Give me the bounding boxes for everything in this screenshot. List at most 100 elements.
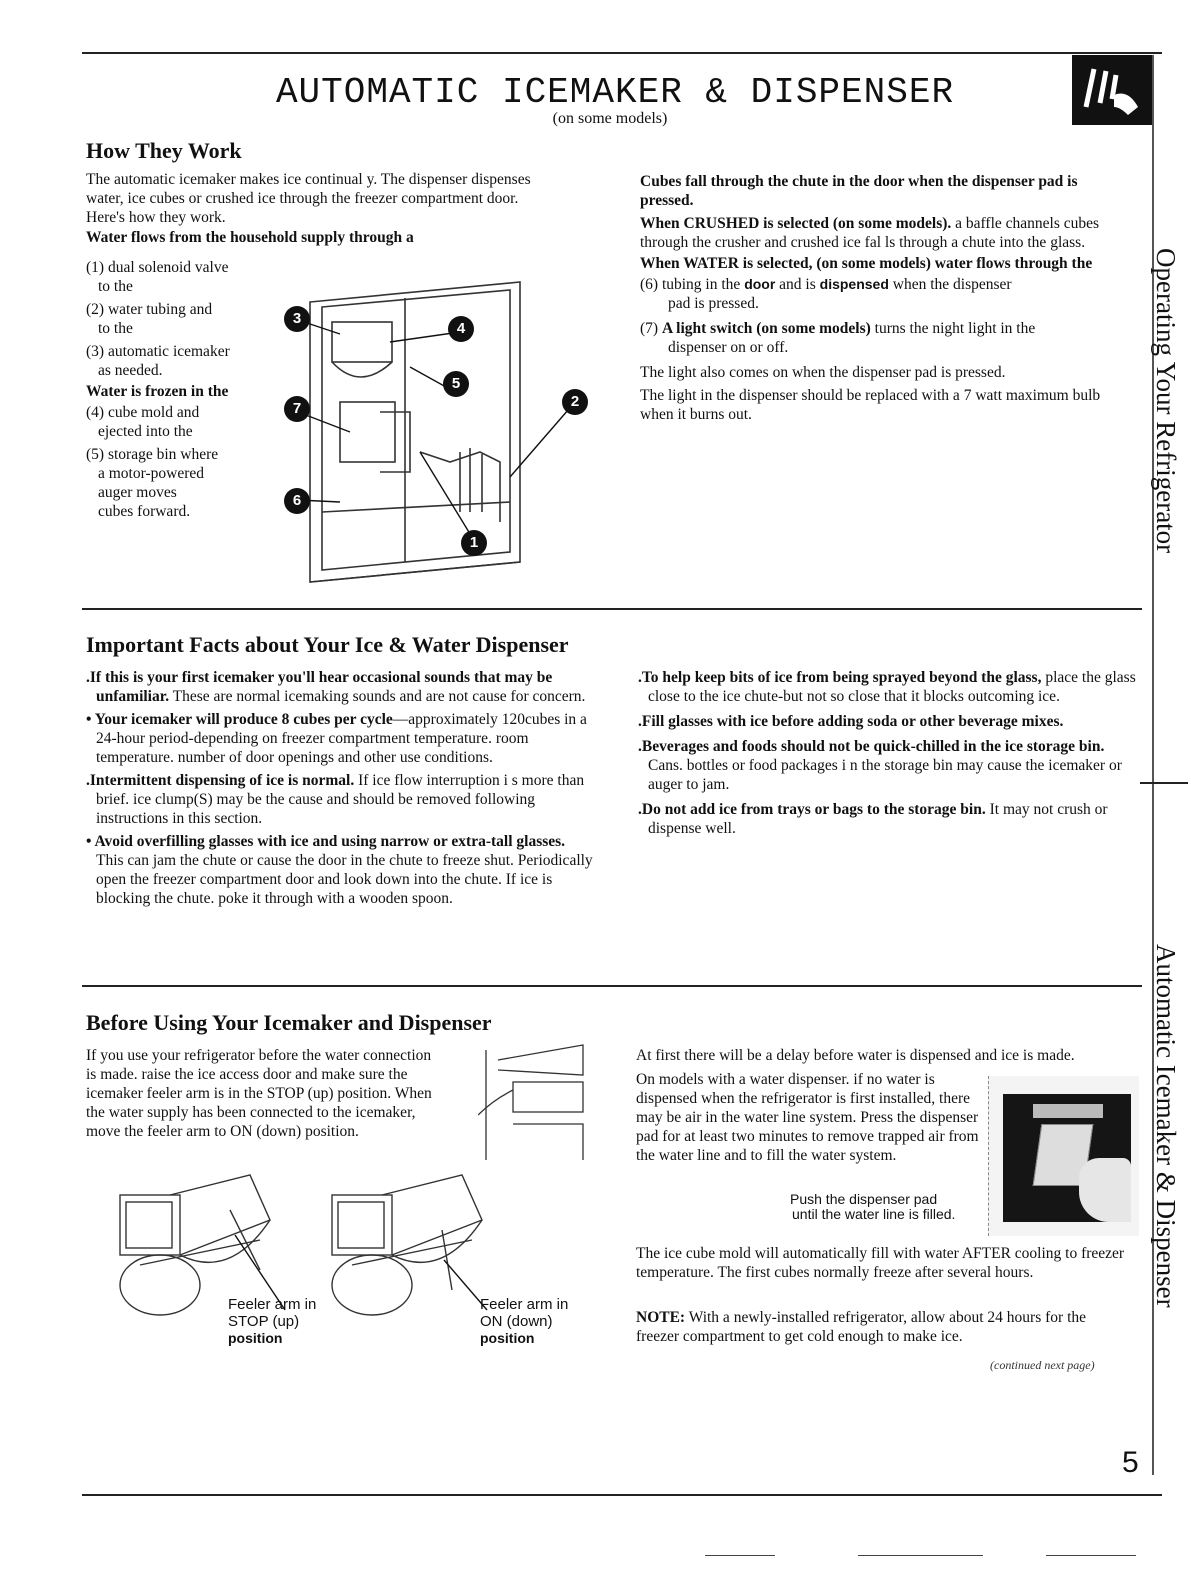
- page-number: 5: [1122, 1446, 1139, 1479]
- crushed-bold: When CRUSHED is selected (on some models…: [640, 215, 952, 232]
- water-flows-label: Water flows from the household supply th…: [86, 229, 414, 246]
- push-caption: Push the dispenser pad until the water l…: [790, 1192, 955, 1222]
- ice-mold-text: The ice cube mold will automatically fil…: [636, 1245, 1125, 1281]
- push-caption-2: until the water line is filled.: [792, 1206, 956, 1222]
- intro-text: The automatic icemaker makes ice continu…: [86, 171, 531, 226]
- caption-stop-2: STOP (up): [228, 1313, 300, 1330]
- crushed-text: a baffle channels cubes through the crus…: [640, 215, 1100, 251]
- footer-mark-3: [1046, 1555, 1136, 1556]
- before-left-text: If you use your refrigerator before the …: [86, 1047, 432, 1140]
- fact-3-text: If ice flow interruption i s more than b…: [96, 772, 585, 827]
- side-tab-divider: [1140, 782, 1188, 784]
- step-6c: when the dispenser: [888, 276, 1012, 293]
- caption-on-1: Feeler arm in: [480, 1296, 569, 1313]
- note-paragraph: NOTE: With a newly-installed refrigerato…: [636, 1308, 1106, 1346]
- right-edge-rule: [1152, 55, 1154, 1475]
- fact-quick-chill: .Beverages and foods should not be quick…: [638, 737, 1138, 794]
- how-right-column: Cubes fall through the chute in the door…: [640, 172, 1132, 424]
- step-6-door: door: [744, 276, 776, 292]
- callout-4: 4: [448, 316, 474, 342]
- section-rule-1: [82, 608, 1142, 610]
- step-7-bold: A light switch (on some models): [661, 320, 871, 337]
- cubes-fall-text: Cubes fall through the chute in the door…: [640, 173, 1078, 209]
- callout-5: 5: [443, 371, 469, 397]
- side-tab-icemaker: Automatic Icemaker & Dispenser: [1151, 944, 1181, 1308]
- fact-4-text: This can jam the chute or cause the door…: [96, 852, 593, 907]
- step-5c: auger moves: [98, 484, 177, 501]
- callout-1: 1: [461, 530, 487, 556]
- step-6d: pad is pressed.: [668, 295, 759, 312]
- caption-stop: Feeler arm in STOP (up) position: [228, 1296, 316, 1347]
- icemaker-on-diagram: [331, 1174, 488, 1316]
- step-1: (1) dual solenoid valve: [86, 259, 229, 276]
- fact-3-bold: .Intermittent dispensing of ice is norma…: [86, 772, 355, 789]
- fact-first-icemaker: .If this is your first icemaker you'll h…: [86, 668, 596, 706]
- note-label: NOTE:: [636, 1309, 686, 1326]
- step-6: (6) tubing in the door and is dispensed …: [640, 275, 1132, 294]
- hand-icon: [1072, 55, 1152, 125]
- how-intro: The automatic icemaker makes ice continu…: [86, 170, 546, 247]
- step-7b: turns the night light in the: [870, 320, 1036, 337]
- fact-2-bold: • Your icemaker will produce 8 cubes per…: [86, 711, 393, 728]
- caption-stop-3: position: [228, 1330, 283, 1346]
- step-2: (2) water tubing and: [86, 301, 213, 318]
- fact-r1-bold: .To help keep bits of ice from being spr…: [638, 669, 1042, 686]
- note-text: With a newly-installed refrigerator, all…: [636, 1309, 1087, 1345]
- fact-r1-text: place the glass close to the ice chute-b…: [648, 669, 1136, 705]
- footer-mark-1: [705, 1555, 775, 1556]
- how-steps: (1) dual solenoid valve to the (2) water…: [86, 258, 266, 521]
- fact-r3-text: Cans. bottles or food packages i n the s…: [648, 757, 1122, 793]
- important-right-column: .To help keep bits of ice from being spr…: [638, 668, 1138, 838]
- step-4: (4) cube mold and: [86, 404, 200, 421]
- icemaker-diagram: [297, 281, 576, 583]
- caption-stop-1: Feeler arm in: [228, 1296, 317, 1313]
- dispenser-photo: [988, 1076, 1139, 1236]
- step-6a: (6) tubing in the: [640, 276, 745, 293]
- dispenser-pad: [1033, 1104, 1103, 1118]
- callout-3: 3: [284, 306, 310, 332]
- fact-r4-bold: .Do not add ice from trays or bags to th…: [638, 801, 986, 818]
- callout-7: 7: [284, 396, 310, 422]
- step-5b: a motor-powered: [98, 465, 204, 482]
- step-7a: (7): [640, 320, 662, 337]
- callout-2: 2: [562, 389, 588, 415]
- step-6-dispensed: dispensed: [819, 276, 889, 292]
- page-subtitle: (on some models): [552, 110, 668, 127]
- delay-text: At first there will be a delay before wa…: [636, 1047, 1075, 1064]
- fact-fill-glasses: .Fill glasses with ice before adding sod…: [638, 713, 1064, 730]
- callout-6: 6: [284, 488, 310, 514]
- fact-r3-bold: .Beverages and foods should not be quick…: [638, 738, 1105, 755]
- fact-2-text: —approximately 120cubes in a 24-hour per…: [96, 711, 587, 766]
- water-frozen-label: Water is frozen in the: [86, 383, 229, 400]
- step-7c: dispenser on or off.: [668, 339, 789, 356]
- hand-shape: [1079, 1158, 1131, 1222]
- crushed-paragraph: When CRUSHED is selected (on some models…: [640, 214, 1132, 252]
- section-rule-2: [82, 985, 1142, 987]
- step-2b: to the: [98, 320, 133, 337]
- step-1b: to the: [98, 278, 133, 295]
- top-rule: [82, 52, 1162, 54]
- bottom-rule: [82, 1494, 1162, 1496]
- step-7: (7) A light switch (on some models) turn…: [640, 319, 1132, 338]
- freezer-door-diagram: [478, 1044, 584, 1160]
- push-caption-1: Push the dispenser pad: [790, 1191, 938, 1207]
- step-6b: and is: [775, 276, 820, 293]
- fact-1-bold: .If this is your first icemaker you'll h…: [86, 669, 553, 705]
- continued-label: (continued next page): [990, 1358, 1095, 1372]
- fact-avoid-overfilling: • Avoid overfilling glasses with ice and…: [86, 832, 596, 908]
- important-facts-heading: Important Facts about Your Ice & Water D…: [86, 632, 569, 657]
- before-using-heading: Before Using Your Icemaker and Dispenser: [86, 1010, 492, 1035]
- caption-on: Feeler arm in ON (down) position: [480, 1296, 568, 1347]
- fact-8-cubes: • Your icemaker will produce 8 cubes per…: [86, 710, 596, 767]
- fact-1-text: These are normal icemaking sounds and ar…: [169, 688, 586, 705]
- footer-mark-2: [858, 1555, 983, 1556]
- water-selected-text: When WATER is selected, (on some models)…: [640, 255, 1093, 272]
- fact-intermittent: .Intermittent dispensing of ice is norma…: [86, 771, 596, 828]
- models-text: On models with a water dispenser. if no …: [636, 1071, 979, 1164]
- step-5d: cubes forward.: [98, 503, 191, 520]
- caption-on-3: position: [480, 1330, 535, 1346]
- dispenser-recess: [1003, 1094, 1131, 1222]
- light-replace-text: The light in the dispenser should be rep…: [640, 387, 1101, 423]
- caption-on-2: ON (down): [480, 1313, 553, 1330]
- fact-r4-text: It may not crush or dispense well.: [648, 801, 1108, 837]
